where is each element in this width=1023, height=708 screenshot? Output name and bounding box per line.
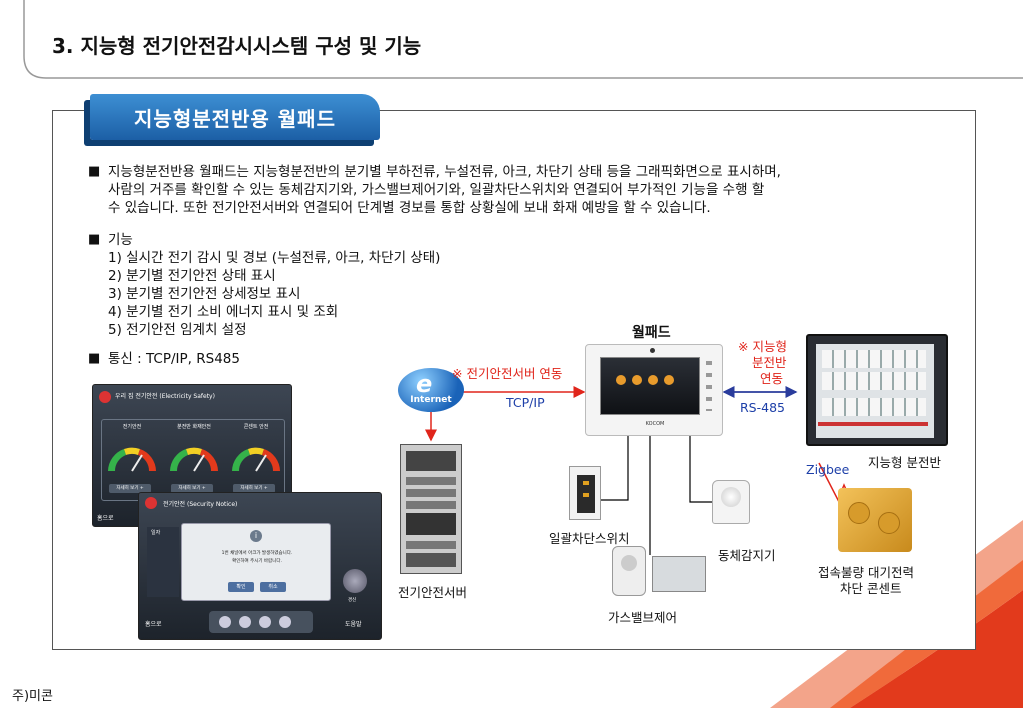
wallpad-device: KOCOM xyxy=(585,344,723,436)
dock-icons xyxy=(209,611,313,633)
cutoff-switch-device xyxy=(569,466,601,520)
rs485-label: RS-485 xyxy=(740,400,785,415)
notice-dialog: i 1번 채널에서 아크가 발생하였습니다. 확인하여 주시기 바랍니다. 확인… xyxy=(181,523,331,601)
header-frame xyxy=(23,0,1023,79)
bullet-icon: ■ xyxy=(88,164,101,179)
panel-link-label: 분전반 xyxy=(752,355,787,370)
home-button[interactable]: 홈으로 xyxy=(145,621,162,628)
wallpad-title: 월패드 xyxy=(632,325,671,341)
server-rack xyxy=(400,444,462,574)
gauge-label: 콘센트 안전 xyxy=(243,424,269,430)
outlet-device xyxy=(838,488,912,552)
detail-button[interactable]: 자세히 보기 + xyxy=(171,484,213,493)
bullet-icon: ■ xyxy=(88,232,101,247)
server-link-label: ※ 전기안전서버 연동 xyxy=(452,366,563,381)
intro-line-3: 수 있습니다. 또한 전기안전서버와 연결되어 단계별 경보를 통합 상황실에 … xyxy=(108,200,711,216)
gauge-icons xyxy=(108,447,280,472)
server-label: 전기안전서버 xyxy=(398,585,468,600)
intro-line-1: 지능형분전반용 월패드는 지능형분전반의 분기별 부하전류, 누설전류, 아크,… xyxy=(108,164,781,180)
motion-sensor-device xyxy=(712,480,750,524)
function-item: 4) 분기별 전기 소비 에너지 표시 및 조회 xyxy=(108,304,339,320)
gas-valve-device xyxy=(612,546,646,596)
alarm-icon xyxy=(145,497,157,509)
gauge-label: 전기안전 xyxy=(122,424,142,430)
function-item: 3) 분기별 전기안전 상세정보 표시 xyxy=(108,286,301,302)
knob-icon xyxy=(343,569,367,593)
notice-message: 1번 채널에서 아크가 발생하였습니다. xyxy=(221,551,293,556)
help-button[interactable]: 도움말 xyxy=(345,621,362,628)
bullet-icon: ■ xyxy=(88,351,101,366)
zigbee-label: Zigbee xyxy=(806,462,850,477)
notice-message: 확인하여 주시기 바랍니다. xyxy=(232,559,282,564)
gas-controller-box xyxy=(652,556,706,592)
function-item: 2) 분기별 전기안전 상태 표시 xyxy=(108,268,276,284)
alarm-icon xyxy=(99,391,111,403)
notice-screen: 전기안전 (Security Notice) 일자 i 1번 채널에서 아크가 … xyxy=(138,492,382,640)
info-icon: i xyxy=(250,530,262,542)
panel-link-label: 연동 xyxy=(760,371,784,386)
switch-label: 일괄차단스위치 xyxy=(549,531,630,546)
cancel-button[interactable]: 취소 xyxy=(260,582,286,592)
intro-line-2: 사람의 거주를 확인할 수 있는 동체감지기와, 가스밸브제어기와, 일괄차단스… xyxy=(108,182,765,198)
gauge-label: 분전반 화재안전 xyxy=(177,424,211,430)
outlet-label: 차단 콘센트 xyxy=(840,581,902,596)
ok-button[interactable]: 확인 xyxy=(228,582,254,592)
internet-globe-icon: e Internet xyxy=(398,368,464,412)
screen-title: 우리 집 전기안전 (Electricity Safety) xyxy=(115,393,215,400)
panel-link-label: ※ 지능형 xyxy=(738,339,787,354)
column-header: 일자 xyxy=(151,530,161,536)
home-button[interactable]: 홈으로 xyxy=(97,515,114,522)
tcpip-label: TCP/IP xyxy=(506,395,545,410)
side-label: 경신 xyxy=(348,598,357,603)
detail-button[interactable]: 자세히 보기 + xyxy=(109,484,151,493)
gas-label: 가스밸브제어 xyxy=(608,610,678,625)
comm-text: 통신 : TCP/IP, RS485 xyxy=(108,351,240,367)
panel-label: 지능형 분전반 xyxy=(868,455,941,470)
distribution-panel xyxy=(806,334,948,446)
functions-heading: 기능 xyxy=(108,232,133,248)
screen-title: 전기안전 (Security Notice) xyxy=(163,501,238,508)
detail-button[interactable]: 자세히 보기 + xyxy=(233,484,275,493)
function-item: 5) 전기안전 임계치 설정 xyxy=(108,322,247,338)
function-item: 1) 실시간 전기 감시 및 경보 (누설전류, 아크, 차단기 상태) xyxy=(108,250,441,266)
section-banner: 지능형분전반용 월패드 xyxy=(90,94,380,140)
outlet-label: 접속불량 대기전력 xyxy=(818,565,914,580)
motion-label: 동체감지기 xyxy=(718,548,776,563)
page-title: 3. 지능형 전기안전감시시스템 구성 및 기능 xyxy=(52,34,422,58)
company-name: 주)미콘 xyxy=(12,689,53,704)
